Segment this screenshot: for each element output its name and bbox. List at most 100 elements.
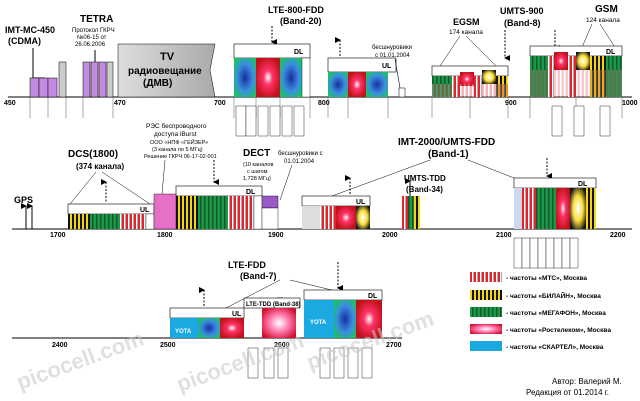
svg-text:DL: DL	[578, 181, 588, 188]
svg-text:800: 800	[318, 100, 330, 107]
svg-text:UMTS-900: UMTS-900	[500, 6, 544, 16]
svg-text:- частоты «МТС», Москва: - частоты «МТС», Москва	[506, 275, 587, 282]
svg-text:LTE-800-FDD: LTE-800-FDD	[268, 5, 324, 15]
umtstdd-block: UMTS-TDD (Band-34)	[402, 174, 446, 229]
dect-block: DECT (10 каналов с шагом 1,728 МГц) бесш…	[243, 148, 323, 230]
svg-text:(Band-1): (Band-1)	[428, 149, 469, 160]
svg-text:Автор: Валерий М.: Автор: Валерий М.	[552, 377, 622, 386]
legend-swatch-beeline	[470, 290, 502, 300]
author: Автор: Валерий М. Редакция от 01.2014 г.	[526, 377, 622, 397]
svg-text:2600: 2600	[274, 342, 290, 349]
row3-axis-labels: 2400 2500 2600 2700	[52, 342, 402, 349]
svg-text:ООО «НПФ «ГЕЙЗЕР»: ООО «НПФ «ГЕЙЗЕР»	[150, 138, 208, 146]
svg-text:Решение ГКРЧ 06-17-02-001: Решение ГКРЧ 06-17-02-001	[144, 154, 217, 160]
svg-text:1900: 1900	[268, 232, 284, 239]
svg-text:бесшнуровики: бесшнуровики	[372, 45, 412, 51]
svg-text:LTE-FDD: LTE-FDD	[228, 260, 266, 270]
svg-text:26.06.2006: 26.06.2006	[75, 42, 106, 48]
lte800-block: LTE-800-FDD (Band-20) DL UL	[233, 5, 397, 98]
dcs1800-block: DCS(1800) (374 канала) UL DL	[67, 149, 263, 230]
svg-text:IMT-MC-450: IMT-MC-450	[5, 25, 55, 35]
svg-text:UL: UL	[140, 207, 150, 214]
svg-text:470: 470	[114, 100, 126, 107]
svg-text:700: 700	[214, 100, 226, 107]
svg-text:UL: UL	[382, 63, 392, 70]
svg-text:picocell.com: picocell.com	[13, 326, 147, 395]
svg-text:2500: 2500	[160, 342, 176, 349]
svg-text:1800: 1800	[157, 232, 173, 239]
svg-text:DCS(1800): DCS(1800)	[68, 149, 118, 160]
gsm900-block: EGSM 174 канала UMTS-900 (Band-8) GSM 12…	[431, 4, 623, 97]
svg-text:TETRA: TETRA	[80, 14, 113, 25]
svg-text:2200: 2200	[610, 232, 626, 239]
svg-text:(Band-7): (Band-7)	[240, 271, 277, 281]
svg-text:(CDMA): (CDMA)	[8, 36, 41, 46]
svg-text:174 канала: 174 канала	[449, 29, 483, 36]
svg-text:Протокол ГКРЧ: Протокол ГКРЧ	[72, 28, 115, 34]
svg-text:GPS: GPS	[14, 195, 33, 205]
iburst-note: РЭС беспроводного доступа iBurst ООО «НП…	[144, 122, 217, 195]
svg-text:2000: 2000	[382, 232, 398, 239]
tetra-block: TETRA Протокол ГКРЧ №06-15 от 26.06.2006	[72, 14, 115, 98]
row2-axis-labels: 1700 1800 1900 2000 2100 2200	[50, 232, 626, 239]
svg-text:TV: TV	[160, 51, 175, 63]
svg-text:1,728 МГц): 1,728 МГц)	[243, 176, 271, 182]
legend-swatch-scartel	[470, 341, 502, 351]
svg-text:(Band-20): (Band-20)	[280, 16, 322, 26]
svg-text:с шагом: с шагом	[247, 169, 268, 175]
row1-licence-boxes	[235, 105, 611, 137]
svg-text:- частоты «Ростелеком», Москва: - частоты «Ростелеком», Москва	[506, 327, 611, 334]
imt450-block: IMT-MC-450 (CDMA)	[5, 25, 67, 98]
svg-text:UL: UL	[356, 199, 366, 206]
svg-text:2700: 2700	[386, 342, 402, 349]
svg-text:DL: DL	[606, 49, 616, 56]
svg-text:- частоты «СКАРТЕЛ», Москва: - частоты «СКАРТЕЛ», Москва	[506, 344, 604, 351]
svg-text:DECT: DECT	[243, 148, 270, 159]
svg-text:доступа iBurst: доступа iBurst	[154, 131, 197, 138]
svg-text:- частоты «БИЛАЙН», Москва: - частоты «БИЛАЙН», Москва	[506, 291, 601, 300]
svg-text:IMT-2000/UMTS-FDD: IMT-2000/UMTS-FDD	[398, 137, 495, 148]
svg-text:YOTA: YOTA	[175, 329, 192, 335]
gps-block: GPS	[14, 195, 33, 229]
svg-text:2100: 2100	[496, 232, 512, 239]
legend-swatch-rtk	[470, 324, 502, 334]
row1-axis-labels: 450 470 700 800 900 1000	[4, 100, 638, 107]
svg-text:(10 каналов: (10 каналов	[243, 162, 273, 168]
row3-licence-boxes	[247, 347, 373, 379]
svg-text:2400: 2400	[52, 342, 68, 349]
tv-block: TV радиовещание (ДМВ)	[117, 43, 216, 98]
legend-swatch-megafon	[470, 307, 502, 317]
svg-text:- частоты «МЕГАФОН», Москва: - частоты «МЕГАФОН», Москва	[506, 310, 606, 317]
svg-text:(Band-8): (Band-8)	[504, 18, 541, 28]
svg-text:DL: DL	[294, 49, 304, 56]
svg-text:Редакция от 01.2014 г.: Редакция от 01.2014 г.	[526, 388, 609, 397]
svg-text:124 канала: 124 канала	[586, 17, 620, 24]
svg-text:(374 канала): (374 канала)	[76, 162, 125, 171]
row1-ticks	[29, 97, 623, 118]
svg-text:01.01.2004: 01.01.2004	[284, 159, 315, 165]
imt2000-block: IMT-2000/UMTS-FDD (Band-1) UL DL	[301, 137, 597, 229]
svg-text:DL: DL	[246, 189, 256, 196]
cordless-note: бесшнуровики с 01.01.2004	[372, 45, 412, 98]
row2-licence-boxes	[513, 237, 579, 269]
ltefdd-block: LTE-FDD (Band-7) UL YOTA LTE-TDD (Band-3…	[169, 260, 383, 338]
svg-text:YOTA: YOTA	[310, 320, 327, 326]
svg-text:UL: UL	[232, 311, 242, 318]
svg-text:бесшнуровики с: бесшнуровики с	[278, 151, 323, 157]
svg-text:GSM: GSM	[595, 4, 618, 15]
svg-text:LTE-TDD (Band-38): LTE-TDD (Band-38)	[246, 302, 301, 308]
legend-swatch-mts	[470, 272, 502, 282]
svg-text:с 01.01.2004: с 01.01.2004	[375, 53, 410, 59]
svg-text:№06-15 от: №06-15 от	[77, 34, 107, 41]
svg-text:(Band-34): (Band-34)	[406, 185, 443, 194]
svg-text:UMTS-TDD: UMTS-TDD	[404, 174, 446, 183]
svg-text:радиовещание: радиовещание	[128, 66, 202, 77]
svg-text:EGSM: EGSM	[453, 17, 480, 27]
svg-text:450: 450	[4, 100, 16, 107]
svg-text:900: 900	[505, 100, 517, 107]
legend: - частоты «МТС», Москва - частоты «БИЛАЙ…	[470, 272, 611, 351]
svg-text:1700: 1700	[50, 232, 66, 239]
svg-text:DL: DL	[368, 293, 378, 300]
